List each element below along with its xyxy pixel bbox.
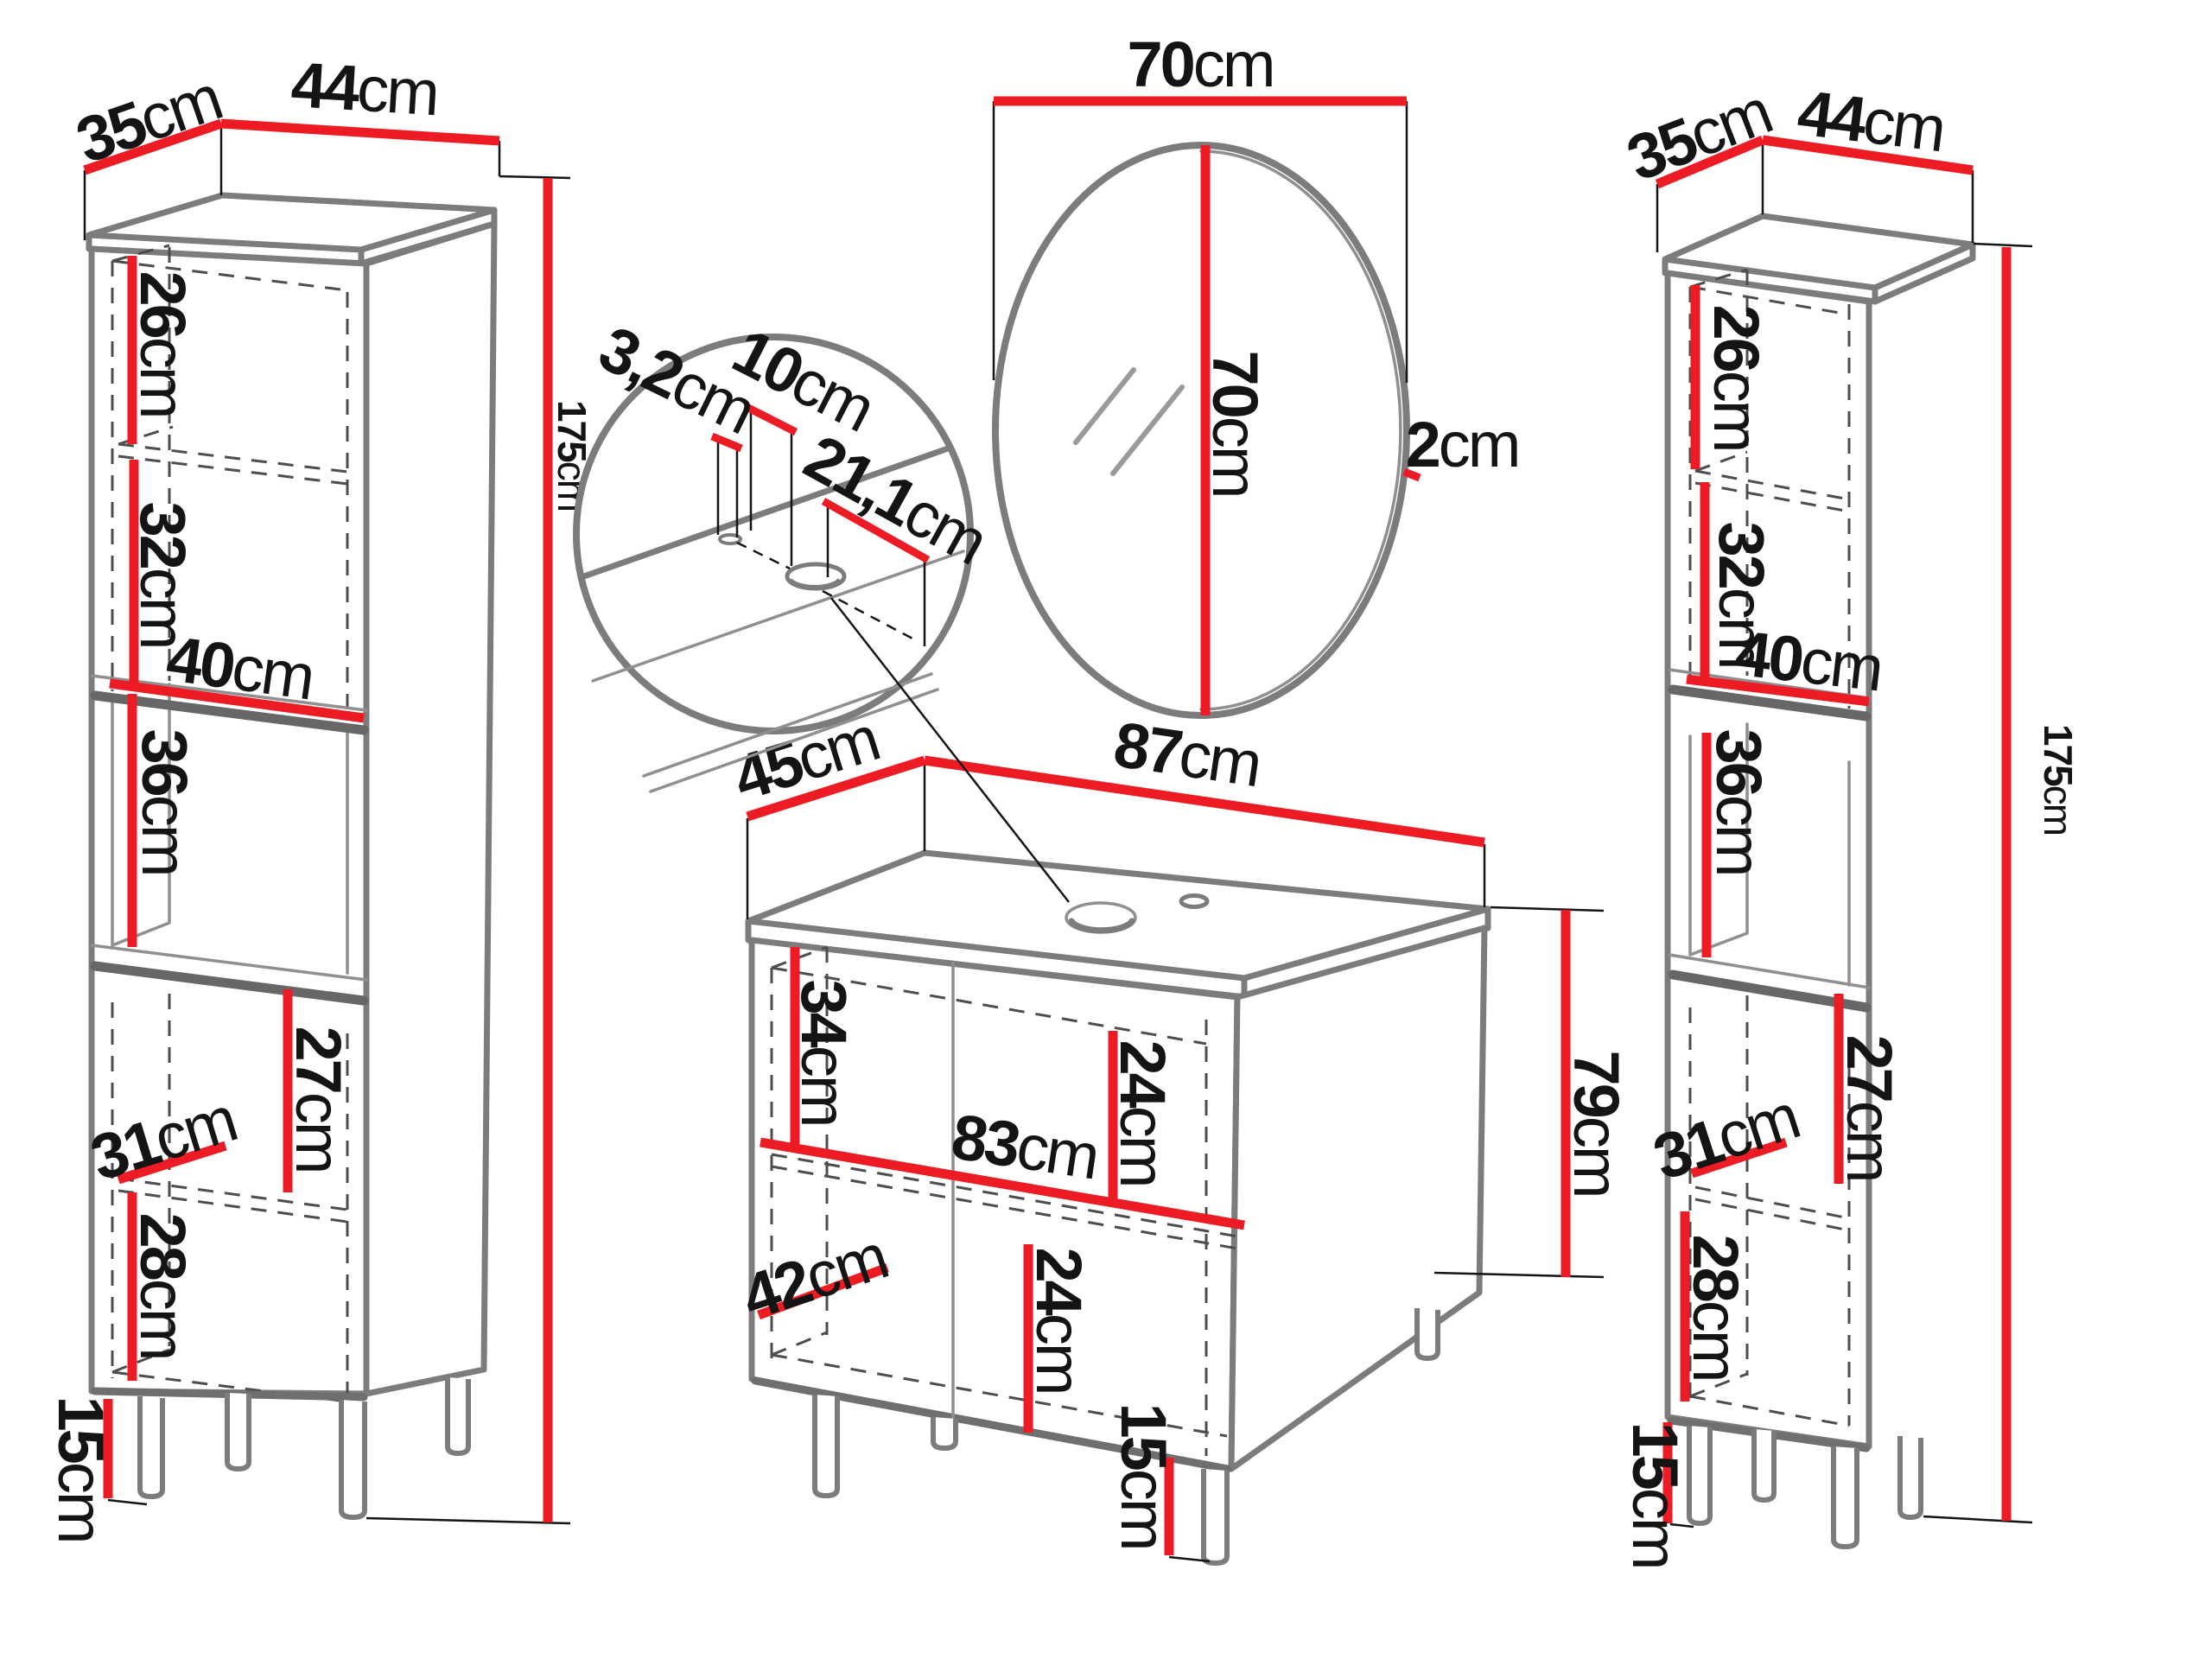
left-cabinet-extension-lines xyxy=(83,124,571,1525)
right-tall-cabinet: 35cm 44cm 175cm 26cm 32cm 40cm 36cm 27cm… xyxy=(1618,75,2081,1567)
left-cabinet-leg-front-right xyxy=(339,1400,367,1520)
vanity-right-side-face xyxy=(1228,925,1488,1472)
left-cabinet-leg-back-middle xyxy=(225,1393,251,1471)
detail-measure-verticals xyxy=(716,410,926,646)
right-cabinet-shelf-depth31-line xyxy=(1690,1137,1788,1179)
dim-label-right-lower27: 27cm xyxy=(1834,1035,1905,1181)
detail-cabinet-front-edges xyxy=(642,672,939,793)
dim-label-vanity-height: 79cm xyxy=(1560,1051,1632,1197)
left-cabinet-lower-shelf-dashed xyxy=(118,1177,348,1224)
detail-callout-connector xyxy=(830,597,1070,903)
right-cabinet-shelf-width-line xyxy=(1686,674,1870,707)
mirror-depth-tick xyxy=(1402,467,1421,482)
dim-label-right-niche36: 36cm xyxy=(1703,729,1775,875)
right-cabinet-shelf1-dashed xyxy=(1694,450,1850,513)
mirror-extension-lines xyxy=(992,101,1408,383)
round-mirror: 70cm 70cm 2cm xyxy=(992,29,1521,719)
mirror-inner-rim xyxy=(1199,149,1402,711)
left-cabinet-depth-line xyxy=(83,118,223,175)
left-cabinet-width-line xyxy=(220,118,500,146)
vanity-extension-lines xyxy=(746,763,1605,1563)
left-cabinet-shelf-depth31-line xyxy=(117,1141,227,1185)
mirror-shine-marks xyxy=(1073,367,1185,476)
detail-countertop-front-edge xyxy=(591,550,965,683)
left-cabinet-divider-shadow xyxy=(90,961,369,1006)
right-cabinet-shelf-shadow xyxy=(1668,684,1872,721)
right-cabinet-leg-back-middle xyxy=(1751,1429,1777,1503)
detail-hole-spacing-line xyxy=(744,403,798,436)
vanity-leg-front-left xyxy=(812,1395,840,1498)
left-cabinet-leg-back-right xyxy=(445,1377,471,1456)
dim-label-vanity-inner34: 34cm xyxy=(788,980,860,1126)
vanity-bottom-edge-shadow xyxy=(751,1376,1232,1473)
dim-label-right-legs15: 15cm xyxy=(1619,1422,1691,1568)
vanity-depth-line xyxy=(746,755,926,822)
vanity-leg-front-right xyxy=(1201,1469,1230,1566)
dim-label-left-shelf26: 26cm xyxy=(127,271,199,417)
dim-label-right-shelf26: 26cm xyxy=(1700,305,1772,451)
dim-label-vanity-width: 87cm xyxy=(1109,709,1264,801)
right-cabinet-leg-back-right xyxy=(1897,1436,1923,1520)
right-cabinet-width-line xyxy=(1762,135,1974,175)
vanity-small-hole xyxy=(1179,893,1210,909)
left-cabinet-right-side-face xyxy=(363,220,498,1397)
dim-label-left-width: 44cm xyxy=(289,48,440,129)
left-tall-cabinet: 35cm 44cm 175cm 26cm 32cm 40cm 36cm 27cm… xyxy=(45,48,594,1542)
vanity-width-line xyxy=(924,755,1485,848)
vanity-leg-back-left xyxy=(931,1417,958,1451)
dim-label-left-lower28: 28cm xyxy=(127,1213,199,1359)
detail-hole-axis-dashed xyxy=(736,541,915,641)
vanity-faucet-hole-shadow xyxy=(1068,918,1135,934)
right-cabinet-bottom-dashed xyxy=(1689,1372,1850,1427)
dim-label-left-shelf32: 32cm xyxy=(127,502,199,648)
vanity-leg-back-right xyxy=(1414,1308,1440,1361)
left-cabinet-leg-front-left xyxy=(137,1396,165,1499)
dim-label-mirror-height: 70cm xyxy=(1199,351,1271,497)
detail-large-hole-shadow xyxy=(787,578,842,590)
right-cabinet-depth-line xyxy=(1655,135,1765,189)
left-cabinet-ceiling-dashed xyxy=(111,244,348,292)
right-cabinet-interior-vertical-dashed xyxy=(1688,270,1851,1426)
dim-label-left-shelf-width: 40cm xyxy=(162,622,317,713)
vanity-cabinet: 45cm 87cm 79cm 34cm 24cm 83cm 24cm 42cm … xyxy=(725,702,1632,1566)
right-cabinet-divider-top-edge xyxy=(1668,953,1871,989)
vanity-shelf83-line xyxy=(760,1137,1245,1230)
detail-hole-offset-line xyxy=(821,498,931,563)
dim-label-right-shelf32: 32cm xyxy=(1706,522,1777,668)
dim-label-left-legs15: 15cm xyxy=(45,1396,117,1542)
dim-label-left-lower27: 27cm xyxy=(283,1027,354,1173)
dim-label-left-niche36: 36cm xyxy=(129,729,200,875)
dim-label-mirror-depth: 2cm xyxy=(1406,409,1519,480)
dim-label-vanity-inner24-top: 24cm xyxy=(1107,1040,1179,1186)
dim-label-right-height: 175cm xyxy=(2036,724,2081,835)
left-cabinet-divider-top-edge xyxy=(90,944,368,982)
left-cabinet-interior-vertical-dashed xyxy=(111,247,349,1398)
left-cabinet-niche-walls xyxy=(111,683,349,975)
right-cabinet-leg-front-left xyxy=(1687,1426,1713,1526)
dim-label-right-depth: 35cm xyxy=(1618,75,1779,194)
right-cabinet-leg-front-right xyxy=(1831,1446,1859,1549)
detail-hole-diameter-line xyxy=(710,432,743,453)
right-cabinet-ceiling-dashed xyxy=(1689,268,1850,316)
dim-label-left-depth: 35cm xyxy=(67,61,229,176)
dim-label-vanity-legs15: 15cm xyxy=(1108,1403,1179,1549)
left-cabinet-shelf-shadow xyxy=(90,690,369,735)
dim-label-right-shelf-width: 40cm xyxy=(1732,617,1885,705)
dim-label-mirror-width: 70cm xyxy=(1128,29,1274,100)
dim-label-right-lower28: 28cm xyxy=(1680,1235,1751,1381)
right-cabinet-extension-lines xyxy=(1656,140,2033,1529)
right-cabinet-niche-walls xyxy=(1688,722,1851,987)
dim-label-vanity-shelf83: 83cm xyxy=(947,1100,1102,1192)
dim-label-right-width: 44cm xyxy=(1794,76,1948,165)
dim-label-vanity-inner24-bottom: 24cm xyxy=(1023,1248,1095,1394)
vanity-bottom42-line xyxy=(757,1262,889,1320)
detail-countertop-back-edge xyxy=(578,444,954,581)
detail-small-hole xyxy=(718,533,742,545)
left-cabinet-shelf-width-line xyxy=(109,678,365,723)
